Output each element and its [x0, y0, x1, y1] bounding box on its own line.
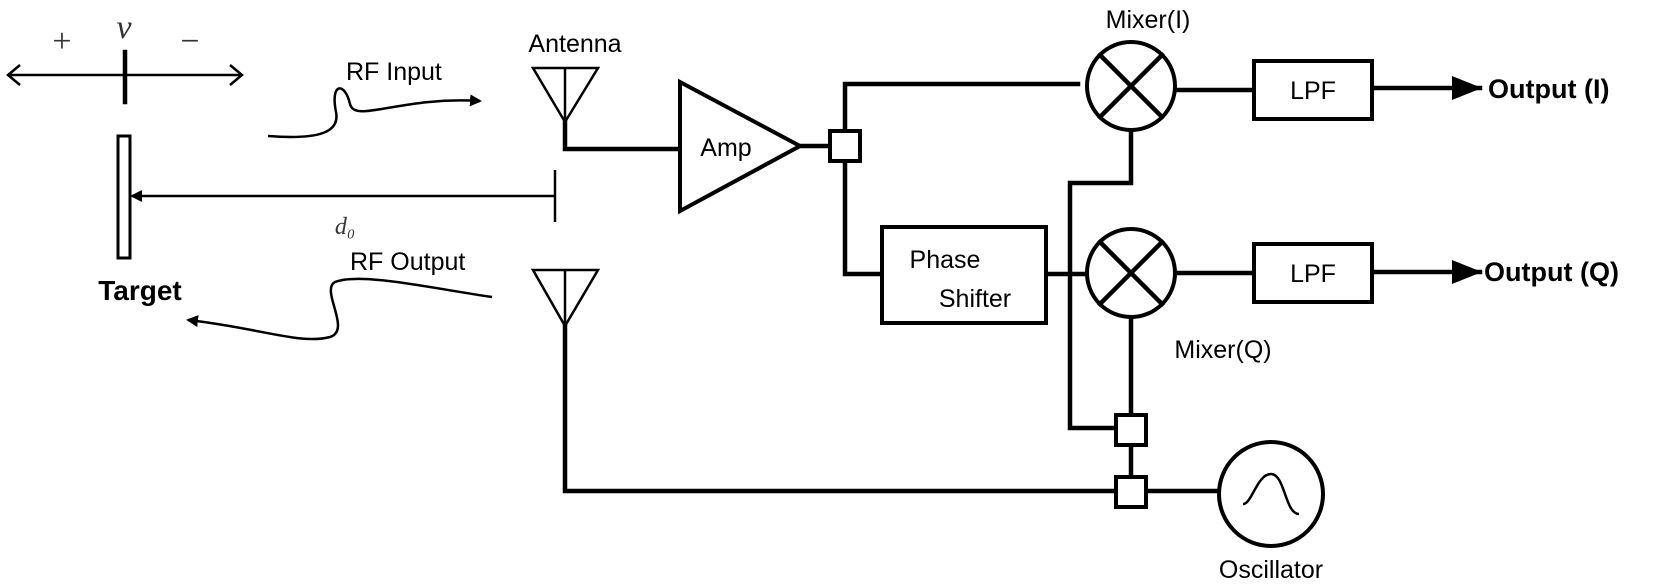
velocity-axis: + v −: [6, 9, 244, 105]
rx-antenna: [530, 66, 601, 125]
rf-input-wave: [267, 87, 482, 139]
output-q-label: Output (Q): [1484, 257, 1619, 287]
lpf-q-block: [1252, 242, 1374, 304]
tx-antenna: [530, 268, 601, 329]
amp-label: Amp: [700, 134, 751, 162]
mixer-q: [1085, 227, 1177, 319]
target-plate: [116, 134, 132, 260]
splitter-square-icon: [1114, 475, 1148, 509]
mixer-q-label: Mixer(Q): [1174, 336, 1271, 364]
velocity-plus-sign: +: [52, 23, 71, 60]
lpf-q-label: LPF: [1290, 260, 1336, 288]
rf-input-label: RF Input: [346, 58, 442, 86]
mixer-cross-icon: [1096, 51, 1166, 121]
sine-wave-icon: [1242, 472, 1300, 516]
signal-wires: [562, 76, 1483, 494]
target-label: Target: [98, 275, 182, 306]
lpf-i-label: LPF: [1290, 77, 1336, 105]
rf-output-wave: [186, 277, 493, 341]
mixer-cross-icon: [1096, 238, 1166, 308]
output-i-label: Output (I): [1488, 74, 1609, 104]
lpf-i-block: [1252, 59, 1374, 121]
amplifier: [678, 78, 805, 215]
distance-label: d₀: [335, 214, 355, 240]
phase-shifter-label-line2: Shifter: [939, 285, 1011, 313]
splitter-square-icon: [1114, 413, 1148, 447]
mixer-i: [1085, 40, 1177, 132]
oscillator-label: Oscillator: [1219, 556, 1323, 584]
phase-shifter-block: [880, 225, 1048, 325]
antenna-label: Antenna: [528, 30, 621, 58]
velocity-symbol: v: [116, 9, 132, 46]
phase-shifter-label-line1: Phase: [910, 246, 981, 274]
velocity-minus-sign: −: [180, 23, 199, 60]
distance-arrow: [130, 170, 557, 222]
oscillator: [1217, 440, 1325, 548]
mixer-i-label: Mixer(I): [1106, 6, 1191, 34]
splitter-square-icon: [828, 129, 862, 163]
rf-output-label: RF Output: [350, 248, 465, 276]
